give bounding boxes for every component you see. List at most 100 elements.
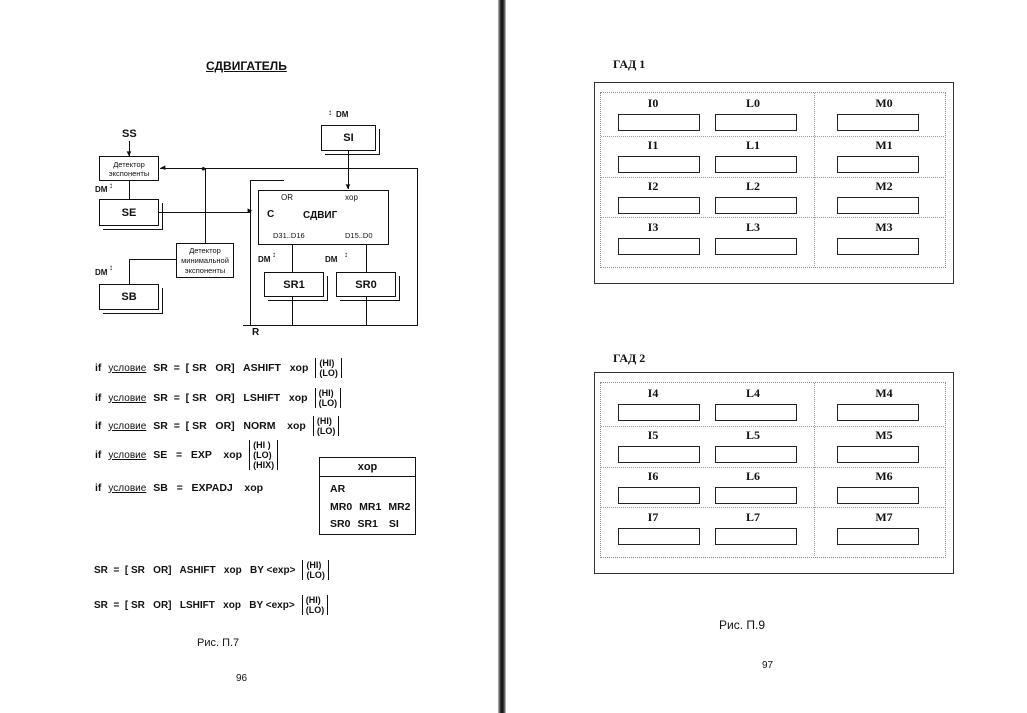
formula-lshift: if условие SR = [ SR OR] LSHIFT xop (HI)…: [95, 388, 342, 408]
gad2-i6-field[interactable]: [618, 487, 700, 504]
detector-feed-line: [205, 169, 206, 243]
sr1-register: SR1: [264, 272, 324, 297]
if-keyword: if: [95, 482, 102, 494]
sr0-register: SR0: [336, 272, 396, 297]
frame-left-line: [250, 180, 251, 326]
bidirectional-arrow-icon: ↕: [109, 181, 113, 190]
gad1-i3-field[interactable]: [618, 238, 700, 255]
option-bracket: (HI)(LO): [312, 416, 340, 436]
gad2-row-divider: [601, 507, 944, 508]
gad2-l4-label: L4: [745, 386, 760, 400]
gad2-grid: [600, 382, 946, 558]
r-label: R: [252, 327, 260, 338]
top-feedback-bus: [160, 168, 418, 169]
gad2-panel: I4 L4 M4 I5 L5 M5 I6 L6 M6 I7 L7 M7: [594, 372, 954, 574]
page-number: 96: [236, 673, 248, 684]
gad2-m5-label: M5: [875, 428, 893, 442]
gad1-m0-label: M0: [875, 96, 893, 110]
option-bracket: (HI)(LO): [301, 595, 329, 615]
gad1-i0-field[interactable]: [618, 114, 700, 131]
gad2-m4-field[interactable]: [837, 404, 919, 421]
gad1-i2-field[interactable]: [618, 197, 700, 214]
gad2-l5-field[interactable]: [715, 446, 797, 463]
gad1-row-divider: [601, 136, 944, 137]
min-detector-down-line: [129, 259, 130, 284]
if-keyword: if: [95, 420, 102, 432]
gad1-l0-field[interactable]: [715, 114, 797, 131]
gad1-i2-label: I2: [647, 179, 659, 193]
gad1-m2-field[interactable]: [837, 197, 919, 214]
gad2-title: ГАД 2: [613, 351, 646, 365]
gad2-l4-field[interactable]: [715, 404, 797, 421]
gad2-i7-field[interactable]: [618, 528, 700, 545]
gad1-l1-field[interactable]: [715, 156, 797, 173]
gad1-l2-field[interactable]: [715, 197, 797, 214]
shifter-to-sr0-line: [366, 245, 367, 272]
if-keyword: if: [95, 392, 102, 404]
xop-table-header: xop: [320, 458, 415, 477]
shifter-to-sr1-line: [292, 245, 293, 272]
gad1-l0-label: L0: [745, 96, 760, 110]
gad2-m6-field[interactable]: [837, 487, 919, 504]
d-low-label: D15..D0: [345, 231, 373, 240]
gad1-l3-field[interactable]: [715, 238, 797, 255]
formula-expression: SR = [ SR OR] LSHIFT xop BY <exp>: [94, 599, 295, 611]
formula-ashift-by: SR = [ SR OR] ASHIFT xop BY <exp> (HI)(L…: [94, 560, 329, 580]
gad2-m4-label: M4: [875, 386, 893, 400]
gad1-m3-field[interactable]: [837, 238, 919, 255]
dm-si-label: DM: [336, 110, 349, 119]
gad2-i5-field[interactable]: [618, 446, 700, 463]
shift-label: СДВИГ: [303, 210, 338, 221]
gad2-row-divider: [601, 467, 944, 468]
condition-label: условие: [108, 449, 147, 461]
formula-exp: if условие SE = EXP xop (HI )(LO)(HIX): [95, 440, 279, 470]
gad1-i1-field[interactable]: [618, 156, 700, 173]
gad2-l6-field[interactable]: [715, 487, 797, 504]
dm-sr0-label: DM: [325, 255, 338, 264]
bidirectional-arrow-icon: ↕: [109, 263, 113, 272]
xop-label: xop: [345, 193, 358, 202]
gad1-m2-label: M2: [875, 179, 893, 193]
formula-expression: SE = EXP xop: [153, 449, 243, 461]
gad2-m5-field[interactable]: [837, 446, 919, 463]
gad1-title: ГАД 1: [613, 57, 646, 71]
bidirectional-arrow-icon: ↕: [328, 108, 332, 117]
gad2-l5-label: L5: [745, 428, 760, 442]
sr0-out-line: [366, 297, 367, 325]
gad2-m7-field[interactable]: [837, 528, 919, 545]
gad2-l7-field[interactable]: [715, 528, 797, 545]
arrow-down-icon: ▼: [125, 149, 133, 158]
formula-expression: SR = [ SR OR] ASHIFT xop: [153, 362, 309, 374]
gad2-row-divider: [601, 426, 944, 427]
bus-junction-dot: ●: [201, 164, 206, 173]
gad1-m3-label: M3: [875, 220, 893, 234]
detector-to-se-line: [129, 181, 130, 199]
option-bracket: (HI)(LO): [302, 560, 329, 580]
gad1-l3-label: L3: [745, 220, 760, 234]
gad1-grid: [600, 92, 946, 268]
gad1-i1-label: I1: [647, 138, 659, 152]
gad2-i7-label: I7: [647, 510, 659, 524]
gad1-l2-label: L2: [745, 179, 760, 193]
frame-top-line: [250, 180, 284, 181]
right-page: ГАД 1 I0 L0 M0 I1 L1 M1 I2 L2 M2 I3 L3 M…: [506, 0, 1027, 713]
arrow-left-icon: ◄: [159, 163, 167, 172]
d-high-label: D31..D16: [273, 231, 305, 240]
xop-row-ar: AR: [330, 483, 346, 495]
if-keyword: if: [95, 362, 102, 374]
formula-expadj: if условие SB = EXPADJ xop: [95, 482, 263, 494]
condition-label: условие: [108, 420, 147, 432]
gad2-l7-label: L7: [745, 510, 760, 524]
gad2-i4-field[interactable]: [618, 404, 700, 421]
formula-expression: SR = [ SR OR] LSHIFT xop: [153, 392, 308, 404]
gad1-l1-label: L1: [745, 138, 760, 152]
gad2-divider: [814, 383, 815, 556]
option-bracket: (HI)(LO): [314, 388, 342, 408]
gad1-m1-field[interactable]: [837, 156, 919, 173]
arrow-right-icon: ►: [246, 206, 254, 215]
figure-caption: Рис. П.7: [197, 637, 240, 649]
gad1-m0-field[interactable]: [837, 114, 919, 131]
gad2-i6-label: I6: [647, 469, 659, 483]
